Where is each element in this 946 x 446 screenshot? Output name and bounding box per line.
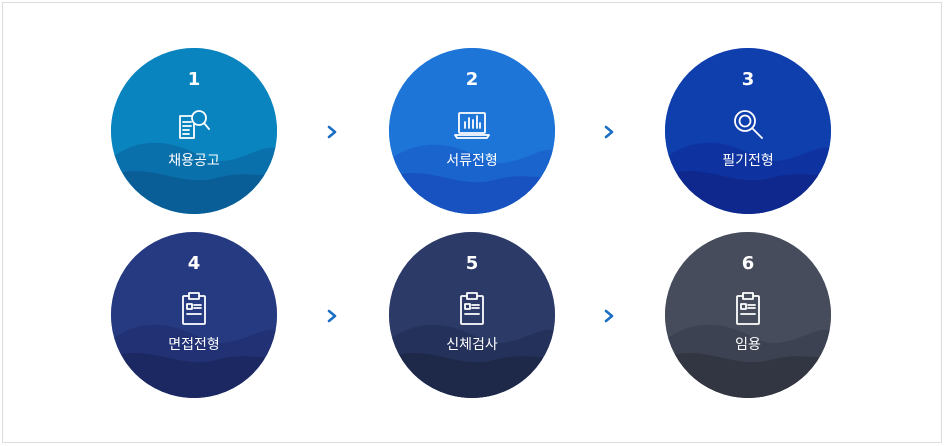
wave-background [111, 232, 277, 398]
chevron-right-icon [602, 309, 616, 323]
step-label: 신체검사 [446, 337, 498, 353]
magnifier-icon [728, 104, 768, 144]
chevron-right-icon [325, 125, 339, 139]
wave-background [111, 48, 277, 214]
step-label: 채용공고 [168, 153, 220, 169]
chevron-right-icon [325, 309, 339, 323]
step-3-circle: 3 필기전형 [665, 48, 831, 214]
step-6-circle: 6 임용 [665, 232, 831, 398]
step-4-circle: 4 면접전형 [111, 232, 277, 398]
step-number: 1 [187, 69, 201, 90]
clipboard-icon [728, 288, 768, 328]
clipboard-icon [452, 288, 492, 328]
step-number: 4 [187, 253, 201, 274]
chevron-right-icon [602, 125, 616, 139]
wave-background [389, 48, 555, 214]
laptop-chart-icon [452, 104, 492, 144]
step-label: 서류전형 [446, 153, 498, 169]
document-search-icon [174, 104, 214, 144]
step-2-circle: 2 서류전형 [389, 48, 555, 214]
step-1-circle: 1 채용공고 [111, 48, 277, 214]
step-label: 필기전형 [722, 153, 774, 169]
step-number: 5 [465, 253, 479, 274]
step-label: 면접전형 [168, 337, 220, 353]
wave-background [665, 232, 831, 398]
step-5-circle: 5 신체검사 [389, 232, 555, 398]
clipboard-icon [174, 288, 214, 328]
step-number: 2 [465, 69, 479, 90]
wave-background [389, 232, 555, 398]
step-number: 3 [741, 69, 755, 90]
step-label: 임용 [735, 337, 761, 353]
step-number: 6 [741, 253, 755, 274]
